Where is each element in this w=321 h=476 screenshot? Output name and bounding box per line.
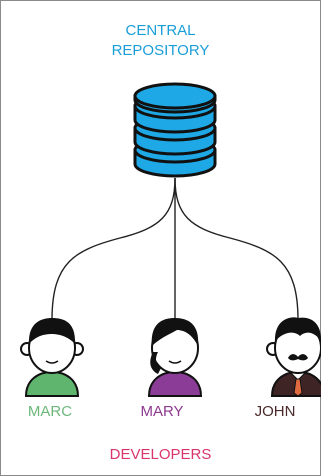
john-mustache [288,354,308,361]
mary-smile [168,360,182,364]
database-disk-1-top [133,82,217,110]
marc-hair [28,318,76,344]
developer-name-marc: MARC [27,403,73,420]
database-icon [133,82,217,178]
developer-marc-avatar [20,318,84,397]
connectors [51,177,299,321]
repository-title: CENTRAL REPOSITORY [0,21,321,61]
repository-title-line1: CENTRAL [125,22,196,39]
mary-braid [150,352,161,374]
marc-shirt [24,370,80,397]
mary-hair [151,318,199,346]
developer-john-avatar [266,317,321,397]
developer-name-mary: MARY [140,403,184,420]
john-hair [274,317,321,342]
connector-john [174,177,299,321]
developer-mary-avatar [147,318,203,397]
developer-name-john: JOHN [254,403,296,420]
john-tie [293,378,303,397]
repository-title-line2: REPOSITORY [111,42,210,59]
developers-group-label: DEVELOPERS [109,446,212,463]
connector-marc [51,177,176,321]
mary-shirt [147,370,203,397]
marc-smile [45,360,59,364]
